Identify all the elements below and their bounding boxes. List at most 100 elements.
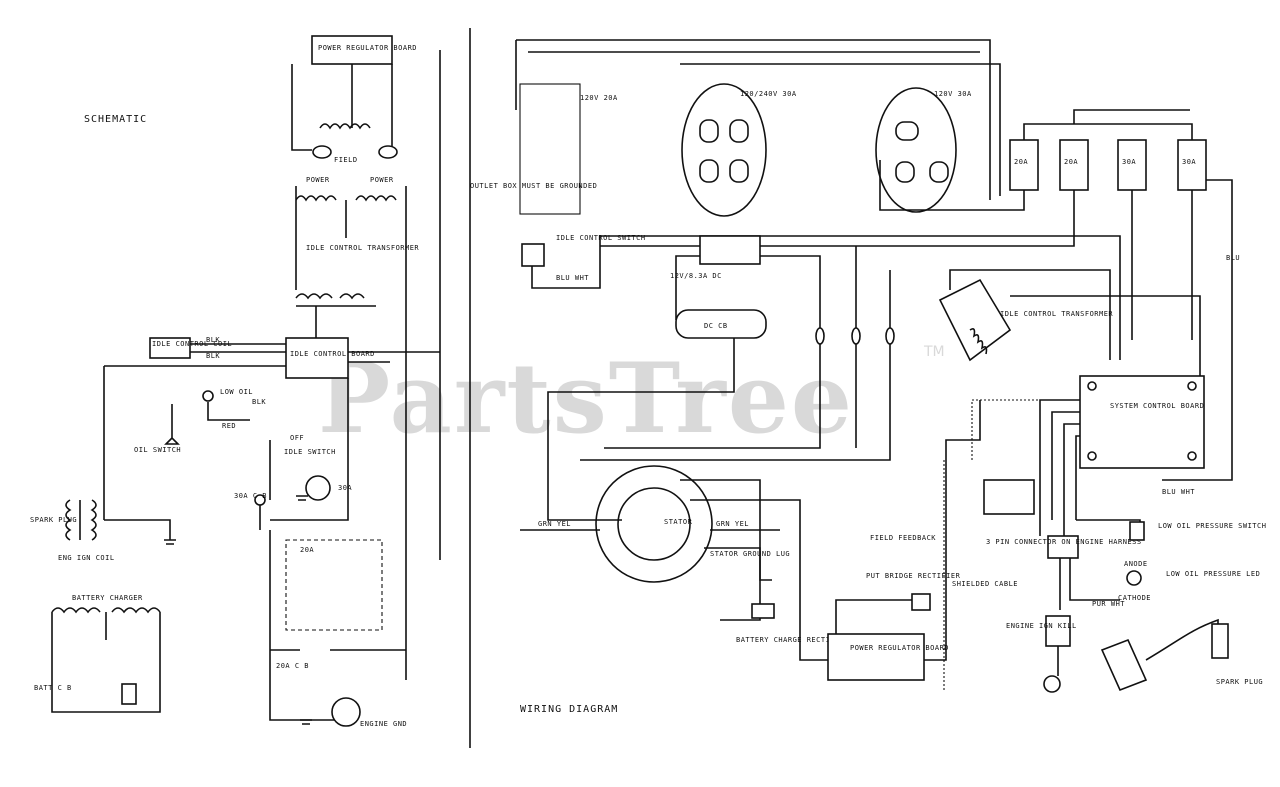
outlet-120v-slot-1: [895, 121, 919, 141]
spark-plug-label: SPARK PLUG: [1216, 678, 1263, 686]
engine-ign-kill-label: ENGINE IGN KILL: [1006, 622, 1077, 630]
eng-ign-coil-label: ENG IGN COIL: [58, 554, 115, 562]
outlet-30a-wires: [270, 430, 349, 521]
stator-label: STATOR: [664, 518, 693, 526]
ignition-ground-terminal: [1043, 675, 1061, 693]
three-pin-connector: [1047, 535, 1079, 559]
outlet-20a-label: 20A: [300, 546, 314, 554]
outlet-20a-wires: [269, 530, 406, 721]
watermark-text: PartsTree: [318, 342, 854, 455]
idle-control-board: [285, 337, 349, 379]
kill-circuit-wire: [103, 365, 286, 520]
field-wires: [291, 64, 393, 151]
stator-grn-yel-left: GRN YEL: [538, 520, 571, 528]
outlet-20a-box: [285, 539, 383, 631]
ground-lug-wire: [704, 547, 772, 581]
outlet-30a-slot-1: [699, 119, 719, 143]
idle-control-board-label: IDLE CONTROL BOARD: [290, 350, 375, 358]
engine-ground-symbol: [331, 697, 361, 727]
battery-charge-rectifier-label: BATTERY CHARGE RECTIFIER: [736, 636, 849, 644]
engine-ground-mark: [300, 719, 312, 725]
blu-wire: [1162, 179, 1233, 481]
breaker-30a-2-label: 30A: [1182, 158, 1196, 166]
breaker-20a-2-label: 20A: [1064, 158, 1078, 166]
blu-wht-label: BLU WHT: [1162, 488, 1195, 496]
outlet-120-240v-label: 120/240V 30A: [740, 90, 797, 98]
battery-charger-label: BATTERY CHARGER: [72, 594, 143, 602]
pin-connector-label: 3 PIN CONNECTOR ON ENGINE HARNESS: [986, 538, 1142, 546]
outlet-120v-20a-label: 120V 20A: [580, 94, 618, 102]
field-brush-right: [378, 145, 398, 159]
low-oil-led: [1126, 570, 1142, 586]
low-oil-pressure-switch-label: LOW OIL PRESSURE SWITCH: [1158, 522, 1266, 530]
stator-ground-lug-label: STATOR GROUND LUG: [710, 550, 790, 558]
stator-inner: [617, 487, 691, 561]
board-hole-4: [1187, 451, 1197, 461]
ignition-ground: [104, 519, 176, 545]
idle-coil-wires: [190, 343, 286, 353]
outlet-120v-slot-2: [895, 161, 915, 183]
red-label: RED: [222, 422, 236, 430]
field-brush-left: [312, 145, 332, 159]
idle-control-switch: [521, 243, 545, 267]
outlet-120v-30a: [875, 87, 957, 213]
breaker-30a-1: [1117, 139, 1147, 191]
idle-control-transformer-label: IDLE CONTROL TRANSFORMER: [1000, 310, 1113, 318]
idle-control-transformer-label: IDLE CONTROL TRANSFORMER: [306, 244, 419, 252]
regulator-wires: [835, 400, 981, 661]
pin-connector-block: [983, 479, 1035, 515]
idle-board-wires: [315, 306, 440, 363]
cathode-label: CATHODE: [1118, 594, 1151, 602]
connector-44b: [885, 327, 895, 345]
low-oil-pressure-switch: [1129, 521, 1145, 541]
engine-ign-kill: [1045, 615, 1071, 647]
outlet-30a-label: 30A: [338, 484, 352, 492]
idle-switch-label: IDLE SWITCH: [284, 448, 336, 456]
stator-leads: [520, 479, 830, 661]
battery-charger-diode: [121, 683, 137, 705]
shielded-cable-label: SHIELDED CABLE: [952, 580, 1018, 588]
schematic-bus-wires: [259, 50, 441, 680]
outlet-120-240v-30a: [681, 83, 767, 217]
field-feedback-label: FIELD FEEDBACK: [870, 534, 936, 542]
engine-ground-label: ENGINE GND: [360, 720, 407, 728]
idle-control-coil: [149, 337, 191, 359]
put-bridge-rectifier: [911, 593, 931, 611]
schematic-section: SCHEMATIC POWER REGULATOR BOARD FIELD PO…: [30, 35, 441, 728]
field-label: FIELD: [334, 156, 358, 164]
blk-label: BLK: [252, 398, 266, 406]
breaker-30a-1-label: 30A: [1122, 158, 1136, 166]
low-oil-led-label: LOW OIL PRESSURE LED: [1166, 570, 1260, 578]
outlet-30a-slot-2: [729, 119, 749, 143]
dc-cb-label: DC CB: [704, 322, 728, 330]
outlet-120v-20a-box: [519, 83, 581, 215]
spark-plug-label: SPARK PLUG: [30, 516, 77, 524]
system-control-board-label: SYSTEM CONTROL BOARD: [1110, 402, 1204, 410]
cb-30a-label: 30A C B: [234, 492, 267, 500]
shielded-cable: [943, 399, 1072, 690]
board-hole-3: [1087, 451, 1097, 461]
idle-transformer-winding: [969, 328, 988, 355]
idle-coil-blk-2: BLK: [206, 352, 220, 360]
connector-44: [851, 327, 861, 345]
outlet-120v-30a-label: 120V 30A: [934, 90, 972, 98]
idle-transformer-coils: [295, 293, 365, 300]
idle-coil-blk-1: BLK: [206, 336, 220, 344]
outlet-box-note: OUTLET BOX MUST BE GROUNDED: [470, 182, 597, 190]
battery-cb-label: BATT C B: [34, 684, 72, 692]
outlet-120v-slot-3: [929, 161, 949, 183]
power-regulator-board-label: POWER REGULATOR BOARD: [850, 644, 949, 652]
watermark-tm: TM: [923, 344, 945, 360]
breaker-20a-1-label: 20A: [1014, 158, 1028, 166]
outlet-30a-slot-4: [729, 159, 749, 183]
pin-connector-wires: [1039, 519, 1141, 610]
top-harness: [515, 39, 1001, 200]
receptacle-wires: [675, 255, 821, 330]
outlet-30a-symbol: [305, 475, 331, 501]
battery-charge-rectifier: [751, 603, 775, 619]
ignition-coil: [65, 499, 97, 541]
idle-switch-wire: [531, 235, 1121, 360]
wiring-section: WIRING DIAGRAM 120V 20A OUTLET BOX MUST …: [470, 39, 1266, 715]
